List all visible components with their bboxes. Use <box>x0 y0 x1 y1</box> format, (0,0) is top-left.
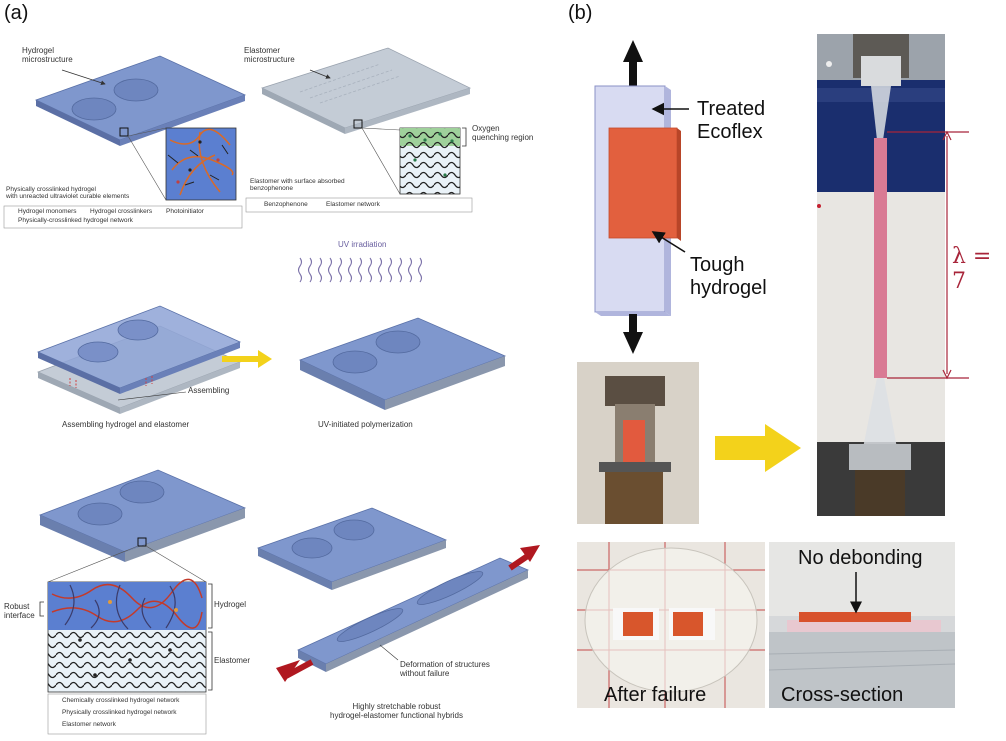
legend1-item-3: Physically-crosslinked hydrogel network <box>18 217 133 224</box>
uv-caption: UV-initiated polymerization <box>318 420 413 429</box>
robust-interface-label: Robust interface <box>4 602 35 621</box>
legend3-item-0: Chemically crosslinked hydrogel network <box>62 697 180 704</box>
elastomer-inset <box>399 127 461 195</box>
assembling-caption: Assembling hydrogel and elastomer <box>62 420 190 429</box>
assembly-plates <box>36 305 242 414</box>
legend3-item-1: Physically crosslinked hydrogel network <box>62 709 177 716</box>
deformation-label: Deformation of structures without failur… <box>400 660 490 679</box>
legend1-item-1: Hydrogel crosslinkers <box>90 208 153 215</box>
plate-relaxed <box>256 507 448 590</box>
panel-b-figure <box>577 34 969 708</box>
ecoflex-schematic <box>594 40 689 354</box>
hydrogel-plate-top <box>34 55 247 146</box>
uv-rays <box>297 257 423 283</box>
stretch-process-arrow-icon <box>715 424 801 472</box>
elast-benzo-label: Elastomer with surface absorbed benzophe… <box>250 178 345 193</box>
hydrogel-micro-label: Hydrogel microstructure <box>22 46 73 65</box>
legend3-item-2: Elastomer network <box>62 721 116 728</box>
lambda-bracket <box>887 130 969 380</box>
grip-photo <box>577 362 699 524</box>
elastomer-label: Elastomer <box>214 656 251 665</box>
stretch-arrow-left-icon <box>276 660 300 682</box>
cross-section-label: Cross-section <box>781 684 904 706</box>
tough-hydrogel-label: Tough hydrogel <box>690 254 767 299</box>
legend1-item-2: Photoinitiator <box>166 208 204 215</box>
assembling-label: Assembling <box>188 386 230 395</box>
plate-stretched <box>297 557 529 672</box>
treated-ecoflex-label: Treated Ecoflex <box>697 98 766 143</box>
phys-hydrogel-label: Physically crosslinked hydrogel with unr… <box>6 186 130 201</box>
lambda-label: λ = 7 <box>952 244 992 294</box>
panel-a-diagram <box>3 47 540 735</box>
hybrid-plate <box>38 469 247 562</box>
after-failure-label: After failure <box>604 684 707 706</box>
after-failure-photo <box>577 542 765 708</box>
elastomer-micro-label: Elastomer microstructure <box>244 46 295 65</box>
cross-section-photo <box>768 542 956 708</box>
legend1-item-0: Hydrogel monomers <box>18 208 77 215</box>
no-debonding-label: No debonding <box>798 547 923 569</box>
elastomer-plate-top <box>260 47 472 134</box>
uv-label: UV irradiation <box>338 240 387 249</box>
interface-inset <box>47 578 207 693</box>
hybrid-caption: Highly stretchable robust hydrogel-elast… <box>330 702 463 721</box>
legend2-item-0: Benzophenone <box>264 201 308 208</box>
polymerized-plate <box>298 317 507 410</box>
legend2-item-1: Elastomer network <box>326 201 380 208</box>
panel-b-label: (b) <box>568 2 593 24</box>
hydrogel-inset <box>165 127 237 201</box>
stretched-photo <box>817 34 945 516</box>
hydrogel-label: Hydrogel <box>214 600 247 609</box>
oxygen-label: Oxygen quenching region <box>472 124 534 143</box>
panel-a-label: (a) <box>4 2 29 24</box>
process-arrow-icon <box>222 350 272 368</box>
